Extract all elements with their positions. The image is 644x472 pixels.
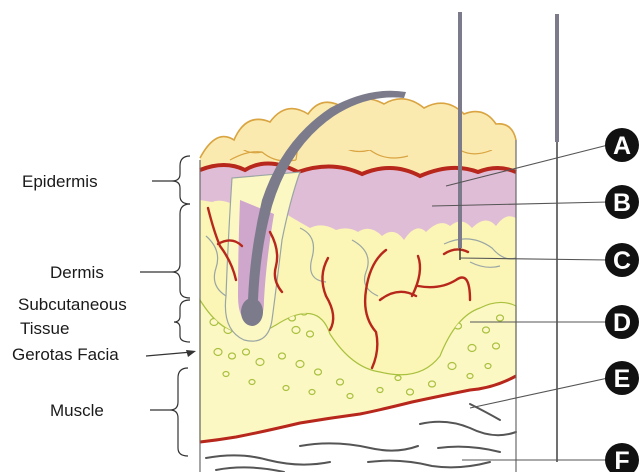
needle-2 xyxy=(555,14,559,142)
label-muscle: Muscle xyxy=(50,402,104,419)
label-gerotas-fascia: Gerotas Facia xyxy=(12,346,119,363)
marker-letter: D xyxy=(613,309,631,337)
epidermis-layer xyxy=(200,99,516,176)
marker-a: A xyxy=(605,128,639,162)
marker-letter: C xyxy=(613,247,631,275)
subcutaneous-bracket xyxy=(174,300,190,342)
layer-brackets xyxy=(140,156,196,456)
dermis-bracket xyxy=(172,204,190,298)
marker-letter: E xyxy=(614,365,631,393)
label-tissue: Tissue xyxy=(20,320,69,337)
marker-e: E xyxy=(605,361,639,395)
marker-letter: B xyxy=(613,189,631,217)
needle-1 xyxy=(458,12,462,248)
marker-c: C xyxy=(605,243,639,277)
muscle-bracket xyxy=(170,368,188,456)
marker-letter: A xyxy=(613,132,631,160)
marker-letter: F xyxy=(614,447,629,472)
label-subcutaneous: Subcutaneous xyxy=(18,296,127,313)
marker-d: D xyxy=(605,305,639,339)
markers: A B C DE F xyxy=(605,128,639,472)
label-dermis: Dermis xyxy=(50,264,104,281)
fascia-arrow xyxy=(186,350,196,357)
epidermis-bracket xyxy=(172,156,190,204)
marker-f: F xyxy=(605,443,639,472)
label-epidermis: Epidermis xyxy=(22,173,98,190)
marker-b: B xyxy=(605,185,639,219)
